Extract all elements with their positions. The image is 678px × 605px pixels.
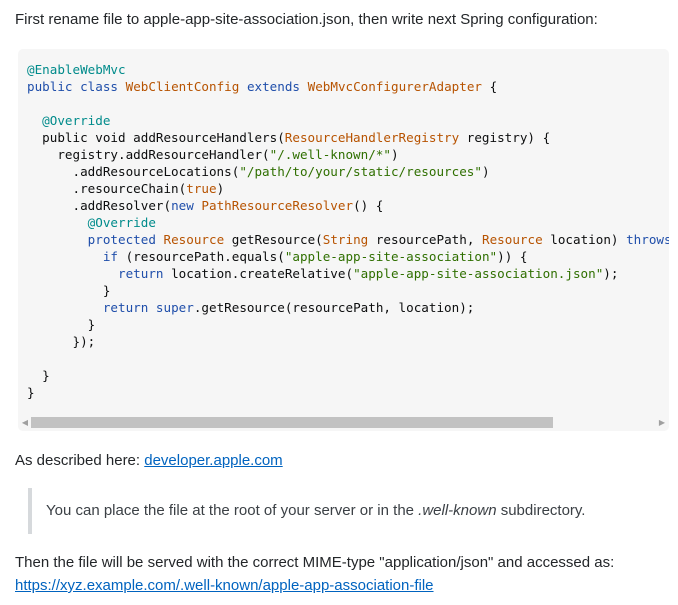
code-line: .addResolver(new PathResourceResolver() …: [27, 198, 383, 213]
code-line: }: [27, 385, 35, 400]
code-token: .addResolver(: [27, 198, 172, 213]
code-token: [148, 300, 156, 315]
code-token: resourcePath,: [368, 232, 482, 247]
code-token: super: [155, 300, 194, 315]
code-token: );: [603, 266, 619, 281]
code-token: [27, 300, 103, 315]
code-token: @Override: [42, 113, 111, 128]
code-token: [27, 266, 118, 281]
code-line: }: [27, 368, 50, 383]
code-line: return location.createRelative("apple-ap…: [27, 266, 618, 281]
code-line: }: [27, 283, 111, 298]
quote-text-before: You can place the file at the root of yo…: [46, 502, 419, 519]
quote-text-after: subdirectory.: [496, 502, 586, 519]
code-token: new: [171, 198, 194, 213]
code-token: getResource(: [224, 232, 323, 247]
code-token: }: [27, 385, 35, 400]
code-token: @EnableWebMvc: [27, 62, 126, 77]
code-line: public class WebClientConfig extends Web…: [27, 79, 497, 94]
code-line: @Override: [27, 113, 110, 128]
described-prefix: As described here:: [15, 452, 145, 469]
code-token: [156, 232, 164, 247]
code-token: PathResourceResolver: [201, 198, 354, 213]
code-line: if (resourcePath.equals("apple-app-site-…: [27, 249, 528, 264]
scroll-left-arrow-icon[interactable]: ◀: [21, 418, 29, 427]
code-token: String: [322, 232, 369, 247]
code-token: });: [27, 334, 96, 349]
code-token: "apple-app-site-association.json": [353, 266, 604, 281]
code-token: "/path/to/your/static/resources": [239, 164, 482, 179]
code-line: registry.addResourceHandler("/.well-know…: [27, 147, 399, 162]
code-token: protected: [87, 232, 156, 247]
code-token: .resourceChain(: [27, 181, 187, 196]
code-token: (resourcePath.equals(: [118, 249, 285, 264]
code-token: [27, 113, 42, 128]
code-token: public: [27, 79, 73, 94]
code-token: [27, 232, 88, 247]
served-paragraph: Then the file will be served with the co…: [15, 551, 614, 597]
code-token: WebClientConfig: [125, 79, 240, 94]
code-token: return: [102, 300, 149, 315]
code-token: [300, 79, 308, 94]
code-token: throws: [626, 232, 669, 247]
code-token: ): [481, 164, 490, 179]
code-token: ): [216, 181, 225, 196]
code-line: });: [27, 334, 95, 349]
code-token: "apple-app-site-association": [284, 249, 498, 264]
code-token: location): [542, 232, 627, 247]
code-token: class: [80, 79, 119, 94]
code-token: }: [27, 368, 50, 383]
code-text: @EnableWebMvc public class WebClientConf…: [27, 61, 669, 401]
code-line: .resourceChain(true): [27, 181, 224, 196]
code-token: [27, 215, 88, 230]
code-token: ResourceHandlerRegistry: [284, 130, 460, 145]
code-token: registry) {: [459, 130, 551, 145]
code-token: }: [27, 283, 111, 298]
example-url-link[interactable]: https://xyz.example.com/.well-known/appl…: [15, 577, 434, 594]
code-block[interactable]: @EnableWebMvc public class WebClientConf…: [18, 49, 669, 431]
code-token: "/.well-known/*": [269, 147, 391, 162]
code-line: return super.getResource(resourcePath, l…: [27, 300, 475, 315]
code-line: .addResourceLocations("/path/to/your/sta…: [27, 164, 490, 179]
code-token: true: [186, 181, 217, 196]
code-token: if: [102, 249, 118, 264]
code-token: location.createRelative(: [163, 266, 354, 281]
scrollbar-thumb[interactable]: [31, 417, 553, 428]
code-token: [73, 79, 81, 94]
quote-emphasis: .well-known: [418, 502, 497, 519]
intro-text: First rename file to apple-app-site-asso…: [15, 11, 598, 28]
code-token: ): [390, 147, 399, 162]
code-token: registry.addResourceHandler(: [27, 147, 270, 162]
code-token: Resource: [482, 232, 543, 247]
code-token: }: [27, 317, 96, 332]
code-token: extends: [246, 79, 301, 94]
code-token: Resource: [163, 232, 225, 247]
code-token: [239, 79, 247, 94]
code-token: )) {: [497, 249, 528, 264]
code-token: .getResource(resourcePath, location);: [193, 300, 475, 315]
code-token: [27, 249, 103, 264]
code-line: protected Resource getResource(String re…: [27, 232, 669, 247]
code-token: WebMvcConfigurerAdapter: [307, 79, 482, 94]
code-token: {: [482, 79, 498, 94]
code-token: return: [118, 266, 164, 281]
code-token: [118, 79, 126, 94]
scroll-right-arrow-icon[interactable]: ▶: [658, 418, 666, 427]
code-token: @Override: [87, 215, 156, 230]
blockquote: You can place the file at the root of yo…: [28, 488, 585, 534]
code-line: public void addResourceHandlers(Resource…: [27, 130, 550, 145]
described-paragraph: As described here: developer.apple.com: [15, 449, 283, 472]
served-text: Then the file will be served with the co…: [15, 554, 615, 571]
horizontal-scrollbar[interactable]: ◀ ▶: [18, 414, 669, 431]
developer-apple-link[interactable]: developer.apple.com: [144, 452, 283, 469]
code-token: () {: [353, 198, 384, 213]
code-token: public void addResourceHandlers(: [27, 130, 285, 145]
code-token: .addResourceLocations(: [27, 164, 240, 179]
code-line: }: [27, 317, 96, 332]
code-line: @EnableWebMvc: [27, 62, 126, 77]
code-line: @Override: [27, 215, 156, 230]
